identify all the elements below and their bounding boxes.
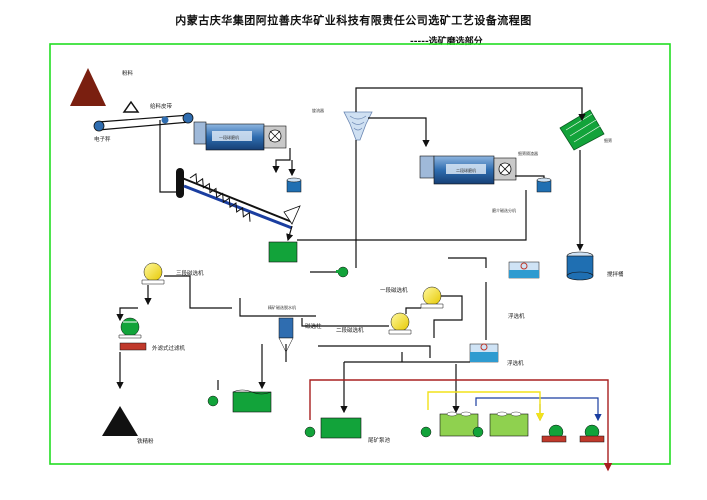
flow-lines-yellow (427, 391, 545, 422)
label-xisha: 细筛 (604, 137, 612, 143)
label-mocai: 磨介磁选分机 (492, 207, 516, 213)
label-shashi: 细筛隔渣器 (518, 150, 538, 156)
label-erduan-cixuanji: 二段磁选机 (336, 326, 364, 334)
cyclone-icon (343, 111, 373, 141)
flow-lines-black (116, 87, 586, 414)
diagram-title: 内蒙古庆华集团阿拉善庆华矿业科技有限责任公司选矿工艺设备流程图 (175, 14, 532, 27)
magnetic-separator-2 (388, 312, 412, 335)
tailings-pool (320, 417, 362, 439)
concentrate-tank (232, 389, 272, 413)
ball-mill-2 (419, 155, 517, 185)
concentrate-pile-icon (102, 406, 138, 436)
label-waiyuan-guolvji: 外滤式过滤机 (152, 344, 186, 352)
label-jiaobantong: 搅拌桶 (607, 270, 624, 278)
ore-pile-icon (70, 68, 106, 106)
label-dianzicheng: 电子秤 (94, 135, 111, 143)
magnetic-separator-1 (420, 286, 444, 309)
label-weikuang: 尾矿泵池 (368, 436, 391, 444)
pump-1 (336, 266, 349, 278)
label-yiduan-qiumoji: 一段球磨机 (219, 134, 239, 140)
label-erduan-qiumoji: 二段球磨机 (456, 167, 476, 173)
feed-hopper-icon (122, 100, 140, 113)
pump-2 (207, 395, 219, 407)
pump-box-1 (268, 241, 298, 263)
label-fuxuanji-2: 浮选机 (507, 359, 524, 367)
label-geiliao-pidai: 给料皮带 (150, 102, 173, 110)
pump-3 (304, 426, 316, 438)
diagram-subtitle: -----选矿磨选部分 (410, 37, 483, 47)
label-xuanliuqi: 旋流器 (312, 107, 324, 113)
flotation-cell-1 (508, 261, 540, 279)
label-fenliao: 粉料 (122, 69, 134, 77)
label-jingkuang-ci: 精矿磁选脱水机 (268, 304, 296, 310)
disc-filter (118, 317, 147, 351)
agitator-tank (566, 251, 594, 281)
label-fuxuanji-1: 浮选机 (508, 312, 525, 320)
label-tiejingfen: 铁精粉 (137, 437, 154, 445)
frame-border (49, 43, 671, 465)
filter-pair (541, 424, 605, 443)
conveyor-belt (93, 112, 194, 132)
flotation-cell-2 (469, 343, 499, 363)
flow-lines-red (309, 379, 613, 472)
label-yiduan-cixuanji: 一段磁选机 (380, 286, 408, 294)
sump-tank-1 (286, 177, 302, 193)
ball-mill-1 (193, 121, 287, 151)
sump-tank-2 (536, 177, 552, 193)
flotation-bank (420, 411, 529, 438)
label-sanduan-cixuanji: 三段磁选机 (176, 269, 204, 277)
magnetic-separator-3 (141, 262, 165, 285)
spiral-classifier (176, 168, 301, 230)
